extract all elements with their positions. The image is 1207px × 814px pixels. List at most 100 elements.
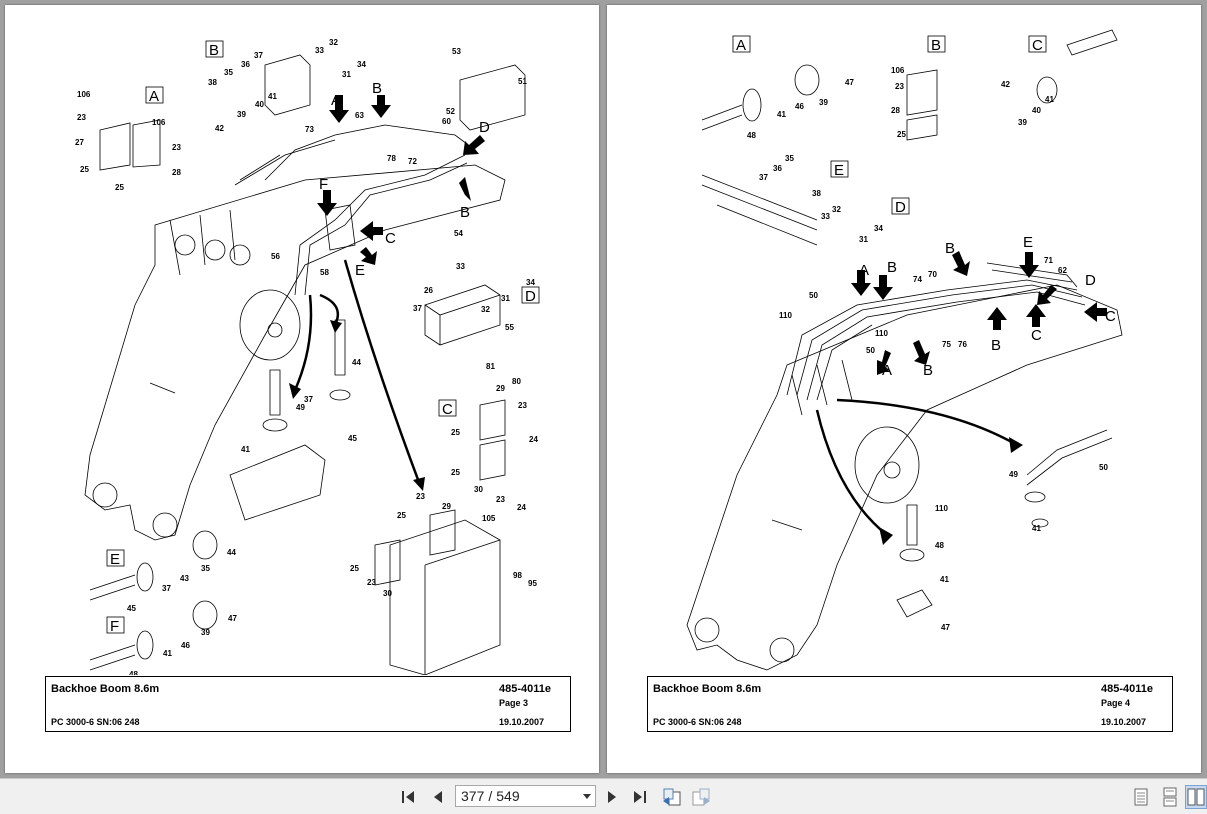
svg-text:33: 33 <box>456 262 465 271</box>
title-block-left: Backhoe Boom 8.6m PC 3000-6 SN:06 248 48… <box>45 676 571 732</box>
page-separator: / <box>488 788 493 804</box>
svg-text:28: 28 <box>891 106 900 115</box>
svg-text:23: 23 <box>496 495 505 504</box>
svg-text:32: 32 <box>832 205 841 214</box>
svg-text:35: 35 <box>201 564 210 573</box>
detail-letter-c: C <box>442 401 453 418</box>
svg-text:25: 25 <box>397 511 406 520</box>
svg-text:A: A <box>882 362 892 379</box>
svg-text:63: 63 <box>355 111 364 120</box>
svg-text:71: 71 <box>1044 256 1053 265</box>
detail-letter-d: D <box>525 288 536 305</box>
svg-text:41: 41 <box>163 649 172 658</box>
svg-text:38: 38 <box>208 78 217 87</box>
svg-text:23: 23 <box>77 113 86 122</box>
svg-text:51: 51 <box>518 77 527 86</box>
svg-text:70: 70 <box>928 270 937 279</box>
svg-text:23: 23 <box>416 492 425 501</box>
svg-text:53: 53 <box>452 47 461 56</box>
svg-text:50: 50 <box>1099 463 1108 472</box>
svg-text:55: 55 <box>505 323 514 332</box>
svg-text:39: 39 <box>1018 118 1027 127</box>
svg-text:B: B <box>923 362 933 379</box>
document-number: 485-4011e <box>499 683 551 695</box>
first-page-button[interactable] <box>398 785 422 809</box>
last-page-icon <box>634 791 646 803</box>
facing-pages-view-icon <box>1187 788 1205 806</box>
svg-text:58: 58 <box>320 268 329 277</box>
svg-text:B: B <box>460 204 470 221</box>
last-page-button[interactable] <box>628 785 652 809</box>
next-view-button[interactable] <box>689 785 713 809</box>
svg-text:31: 31 <box>342 70 351 79</box>
svg-text:47: 47 <box>941 623 950 632</box>
continuous-view-button[interactable] <box>1158 785 1182 809</box>
detail-letter-f: F <box>110 618 119 635</box>
svg-text:47: 47 <box>845 78 854 87</box>
svg-text:48: 48 <box>129 670 138 675</box>
previous-page-icon <box>434 791 442 803</box>
svg-text:95: 95 <box>528 579 537 588</box>
single-page-view-button[interactable] <box>1129 785 1153 809</box>
svg-text:45: 45 <box>348 434 357 443</box>
svg-text:49: 49 <box>296 403 305 412</box>
svg-text:41: 41 <box>268 92 277 101</box>
detail-letter-e: E <box>110 551 120 568</box>
svg-text:52: 52 <box>446 107 455 116</box>
svg-text:38: 38 <box>812 189 821 198</box>
svg-text:B: B <box>372 80 382 97</box>
svg-text:72: 72 <box>408 157 417 166</box>
svg-text:50: 50 <box>809 291 818 300</box>
svg-text:35: 35 <box>785 154 794 163</box>
svg-text:54: 54 <box>454 229 463 238</box>
page-number-selector[interactable]: 377/549 <box>455 785 596 807</box>
next-page-button[interactable] <box>600 785 624 809</box>
svg-text:32: 32 <box>481 305 490 314</box>
previous-view-button[interactable] <box>660 785 684 809</box>
svg-text:81: 81 <box>486 362 495 371</box>
svg-text:39: 39 <box>819 98 828 107</box>
single-page-view-icon <box>1134 788 1148 806</box>
machine-model: PC 3000-6 SN:06 248 <box>653 717 742 727</box>
svg-text:B: B <box>945 240 955 257</box>
svg-text:46: 46 <box>181 641 190 650</box>
previous-view-icon <box>663 788 681 806</box>
svg-text:B: B <box>887 259 897 276</box>
svg-text:106: 106 <box>891 66 905 75</box>
svg-text:60: 60 <box>442 117 451 126</box>
svg-text:98: 98 <box>513 571 522 580</box>
svg-text:23: 23 <box>895 82 904 91</box>
svg-text:34: 34 <box>874 224 883 233</box>
svg-text:D: D <box>479 119 490 136</box>
page-label: Page 4 <box>1101 698 1131 708</box>
svg-text:35: 35 <box>224 68 233 77</box>
svg-text:41: 41 <box>1032 524 1041 533</box>
svg-text:40: 40 <box>255 100 264 109</box>
svg-text:47: 47 <box>228 614 237 623</box>
svg-text:25: 25 <box>897 130 906 139</box>
svg-text:31: 31 <box>859 235 868 244</box>
svg-text:24: 24 <box>517 503 526 512</box>
svg-text:41: 41 <box>940 575 949 584</box>
svg-text:41: 41 <box>1045 95 1054 104</box>
previous-page-button[interactable] <box>426 785 450 809</box>
svg-text:39: 39 <box>237 110 246 119</box>
svg-text:43: 43 <box>180 574 189 583</box>
svg-text:78: 78 <box>387 154 396 163</box>
svg-text:26: 26 <box>424 286 433 295</box>
svg-text:110: 110 <box>935 504 948 513</box>
svg-text:30: 30 <box>474 485 483 494</box>
svg-text:31: 31 <box>501 294 510 303</box>
svg-text:110: 110 <box>779 311 792 320</box>
svg-text:34: 34 <box>526 278 535 287</box>
svg-text:62: 62 <box>1058 266 1067 275</box>
detail-letter-b: B <box>209 42 219 59</box>
svg-text:40: 40 <box>1032 106 1041 115</box>
facing-pages-view-button[interactable] <box>1185 785 1207 809</box>
page-label: Page 3 <box>499 698 529 708</box>
next-view-icon <box>692 788 710 806</box>
svg-text:73: 73 <box>305 125 314 134</box>
svg-text:36: 36 <box>241 60 250 69</box>
svg-text:37: 37 <box>304 395 313 404</box>
